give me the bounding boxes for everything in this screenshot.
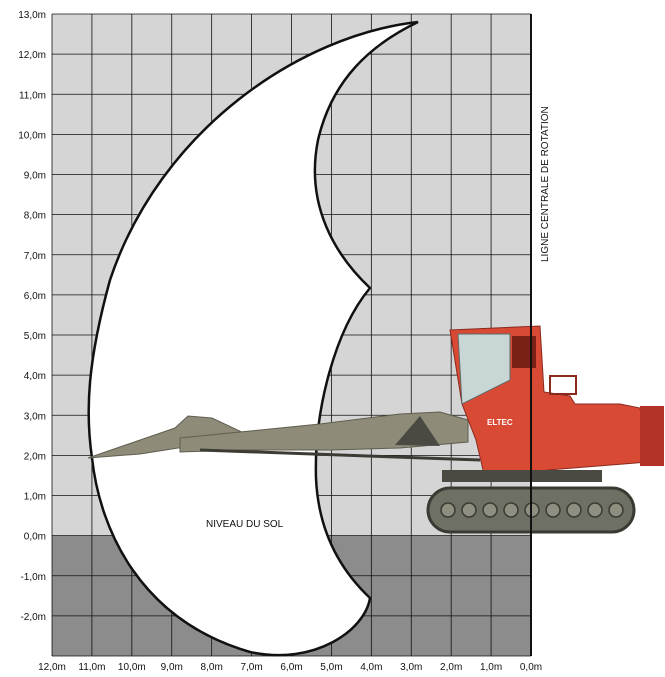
y-tick-label: -1,0m	[20, 572, 46, 583]
x-tick-label: 1,0m	[480, 662, 502, 673]
track-frame	[442, 470, 602, 482]
track-rollers	[440, 502, 624, 518]
track-roller	[503, 502, 519, 518]
handrail	[549, 375, 577, 395]
x-tick-label: 9,0m	[161, 662, 183, 673]
y-tick-label: 4,0m	[24, 371, 46, 382]
y-tick-label: 0,0m	[24, 532, 46, 543]
x-tick-label: 12,0m	[38, 662, 66, 673]
x-tick-label: 11,0m	[78, 662, 105, 673]
track-roller	[566, 502, 582, 518]
track-roller	[482, 502, 498, 518]
y-tick-label: -2,0m	[20, 612, 46, 623]
y-tick-label: 12,0m	[18, 50, 46, 61]
y-axis-ticks: 13,0m 12,0m 11,0m 10,0m 9,0m 8,0m 7,0m 6,0m 5,0m…	[18, 10, 46, 623]
rotation-line-label: LIGNE CENTRALE DE ROTATION	[540, 106, 551, 262]
cab-window	[457, 333, 511, 405]
counterweight	[640, 406, 664, 466]
y-tick-label: 9,0m	[24, 171, 46, 182]
track-roller	[545, 502, 561, 518]
y-tick-label: 13,0m	[18, 10, 46, 21]
y-tick-label: 7,0m	[24, 251, 46, 262]
y-tick-label: 2,0m	[24, 451, 46, 462]
y-tick-label: 6,0m	[24, 291, 46, 302]
x-tick-label: 2,0m	[440, 662, 462, 673]
x-tick-label: 8,0m	[201, 662, 223, 673]
track-roller	[587, 502, 603, 518]
y-tick-label: 3,0m	[24, 411, 46, 422]
x-tick-label: 4,0m	[360, 662, 382, 673]
window-frame	[512, 336, 536, 368]
track-roller	[461, 502, 477, 518]
y-tick-label: 5,0m	[24, 331, 46, 342]
x-tick-label: 6,0m	[280, 662, 302, 673]
boom-brace	[395, 416, 440, 446]
y-tick-label: 8,0m	[24, 211, 46, 222]
x-tick-label: 0,0m	[520, 662, 542, 673]
track-roller	[608, 502, 624, 518]
x-tick-label: 7,0m	[240, 662, 262, 673]
y-tick-label: 1,0m	[24, 492, 46, 503]
x-tick-label: 10,0m	[118, 662, 146, 673]
x-tick-label: 3,0m	[400, 662, 422, 673]
x-tick-label: 5,0m	[320, 662, 342, 673]
y-tick-label: 11,0m	[19, 90, 46, 101]
ground-level-label: NIVEAU DU SOL	[206, 519, 284, 530]
reach-envelope	[87, 20, 419, 657]
x-axis-ticks: 12,0m 11,0m 10,0m 9,0m 8,0m 7,0m 6,0m 5,0m 4,0m 3…	[38, 662, 542, 673]
machine: ELTEC	[87, 325, 664, 534]
y-tick-label: 10,0m	[18, 130, 46, 141]
boom-cylinder	[199, 448, 481, 462]
brand-label: ELTEC	[487, 418, 513, 427]
track-roller	[440, 502, 456, 518]
